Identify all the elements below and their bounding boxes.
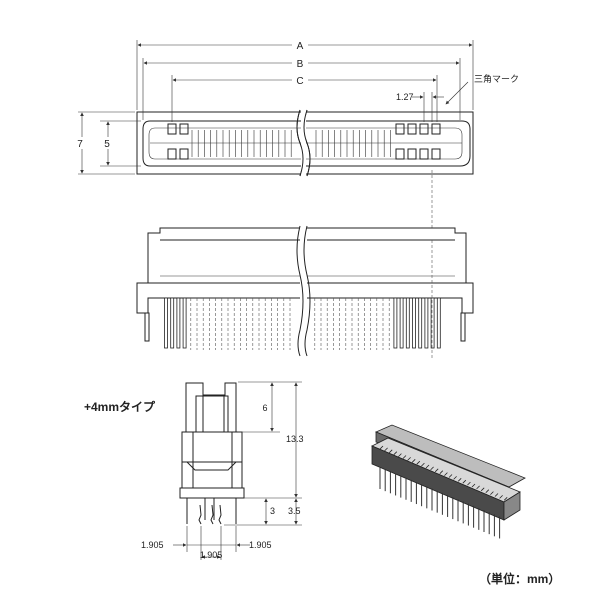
iso-tooth: [430, 466, 434, 471]
dim-1905-left-label: 1.905: [141, 540, 164, 550]
iso-tooth: [490, 491, 494, 495]
front-lead: [399, 297, 404, 349]
iso-tooth: [421, 462, 425, 467]
height-7-label: 7: [77, 139, 83, 150]
iso-tooth: [503, 497, 508, 501]
isometric-view: [371, 424, 526, 539]
top-view-inner-slot: [148, 127, 463, 160]
iso-tooth: [457, 478, 462, 482]
dimension-c-label: C: [296, 76, 303, 87]
top-view: A B C 1.27 三角マーク 7 5: [74, 39, 519, 238]
iso-tooth: [499, 495, 503, 499]
iso-tooth: [439, 470, 444, 474]
front-lead: [176, 297, 181, 349]
dim-6-label: 6: [262, 403, 267, 413]
dim-1905-right-label: 1.905: [249, 540, 272, 550]
iso-tooth: [416, 460, 421, 465]
front-lead: [182, 297, 187, 349]
dim-3-label: 3: [270, 506, 275, 516]
iso-tooth: [494, 493, 499, 497]
dim-1905-mid-label: 1.905: [200, 550, 223, 560]
iso-tooth: [471, 483, 476, 488]
front-view-break-line: [296, 225, 304, 357]
front-lead: [170, 297, 175, 349]
iso-tooth: [467, 481, 471, 486]
iso-tooth: [425, 464, 430, 469]
iso-tooth: [393, 451, 398, 455]
top-view-housing: [142, 120, 471, 167]
iso-tooth: [411, 459, 416, 463]
iso-tooth: [462, 479, 467, 484]
front-view-post-right: [460, 312, 466, 342]
front-lead: [430, 297, 435, 349]
front-lead: [436, 297, 441, 349]
front-lead: [164, 297, 168, 349]
unit-note: （単位：mm）: [479, 571, 560, 586]
top-view-contacts-right: [395, 123, 441, 160]
side-view-pins: [186, 498, 237, 525]
triangle-mark-leader: [445, 81, 469, 105]
front-view: [136, 225, 474, 360]
dim-3-5-label: 3.5: [288, 506, 301, 516]
front-lead: [418, 297, 423, 349]
iso-tooth: [407, 457, 411, 461]
side-view: +4mmタイプ 6 13.3 3: [84, 381, 304, 560]
dimension-a-label: A: [297, 41, 304, 52]
front-lead: [393, 297, 398, 349]
iso-tooth: [384, 447, 388, 452]
triangle-mark-label: 三角マーク: [474, 73, 519, 84]
type-title: +4mmタイプ: [84, 399, 156, 414]
iso-tooth: [444, 472, 448, 476]
pitch-label: 1.27: [396, 92, 414, 102]
dimension-b-label: B: [297, 59, 304, 70]
front-lead: [405, 297, 410, 349]
iso-tooth: [476, 485, 480, 490]
front-view-post-left: [144, 312, 150, 342]
iso-tooth: [485, 489, 490, 493]
top-view-pin-grid: [150, 130, 462, 157]
dim-13-3-label: 13.3: [286, 434, 304, 444]
iso-tooth: [480, 487, 485, 492]
height-5-label: 5: [104, 139, 110, 150]
iso-tooth: [402, 455, 407, 459]
iso-pin-array: [379, 467, 501, 539]
iso-contact-teeth: [379, 445, 508, 501]
front-lead: [412, 297, 416, 349]
top-view-contacts-left: [167, 123, 189, 160]
front-view-lead-array: [164, 297, 441, 350]
iso-tooth: [379, 445, 384, 450]
iso-tooth: [448, 474, 453, 478]
front-lead: [424, 297, 429, 349]
iso-tooth: [453, 476, 457, 480]
iso-tooth: [434, 468, 439, 473]
iso-tooth: [388, 449, 393, 454]
iso-tooth: [398, 453, 402, 457]
